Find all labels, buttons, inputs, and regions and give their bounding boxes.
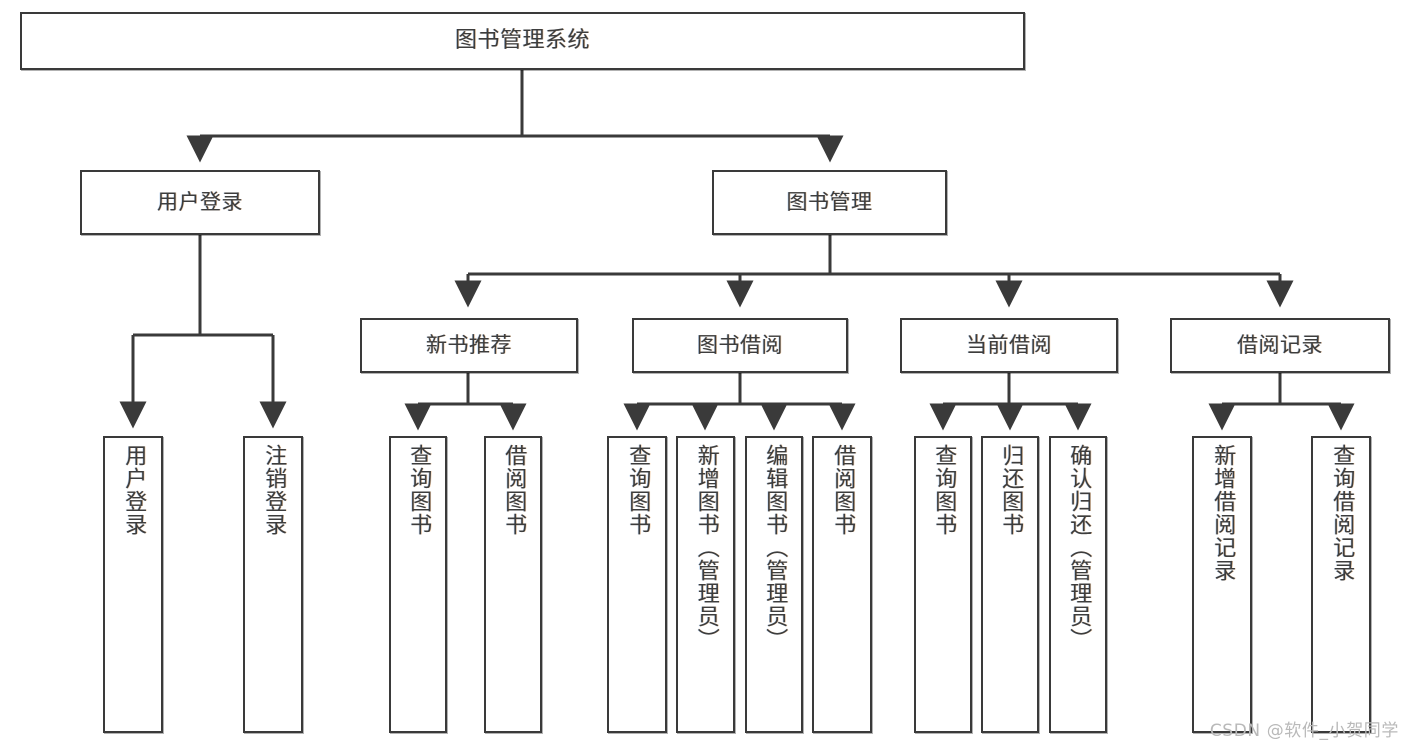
leaf-borrow-query-book[interactable]: 查询图书 — [607, 436, 667, 733]
node-label: 归还图书 — [998, 444, 1024, 536]
leaf-borrow-edit-book-admin[interactable]: 编辑图书（管理员） — [745, 436, 803, 733]
node-new-book-recommend[interactable]: 新书推荐 — [360, 318, 578, 373]
node-user-login[interactable]: 用户登录 — [80, 170, 320, 235]
leaf-current-return-book[interactable]: 归还图书 — [981, 436, 1039, 733]
node-label: 用户登录 — [157, 190, 243, 215]
leaf-current-query-book[interactable]: 查询图书 — [914, 436, 972, 733]
leaf-record-query-record[interactable]: 查询借阅记录 — [1311, 436, 1371, 733]
node-label: 借阅图书 — [501, 444, 527, 536]
node-label: 查询借阅记录 — [1329, 444, 1355, 582]
leaf-new-book-query[interactable]: 查询图书 — [389, 436, 447, 733]
node-label: 查询图书 — [931, 444, 957, 536]
node-label: 图书管理 — [786, 190, 873, 215]
node-root-system[interactable]: 图书管理系统 — [20, 12, 1025, 70]
node-label: 当前借阅 — [966, 333, 1052, 358]
node-current-borrow[interactable]: 当前借阅 — [900, 318, 1118, 373]
leaf-record-add-record[interactable]: 新增借阅记录 — [1192, 436, 1252, 733]
node-label: 新增借阅记录 — [1210, 444, 1236, 582]
node-label: 确认归还（管理员） — [1066, 444, 1092, 651]
leaf-borrow-borrow-book[interactable]: 借阅图书 — [812, 436, 872, 733]
leaf-user-login-logout[interactable]: 注销登录 — [243, 436, 303, 733]
node-label: 借阅图书 — [830, 444, 856, 536]
leaf-current-confirm-return-admin[interactable]: 确认归还（管理员） — [1049, 436, 1107, 733]
node-label: 图书管理系统 — [454, 28, 590, 54]
node-label: 注销登录 — [261, 444, 287, 536]
leaf-borrow-add-book-admin[interactable]: 新增图书（管理员） — [676, 436, 735, 733]
node-book-management[interactable]: 图书管理 — [712, 170, 947, 235]
leaf-new-book-borrow[interactable]: 借阅图书 — [484, 436, 542, 733]
node-label: 新书推荐 — [426, 333, 512, 358]
node-label: 查询图书 — [406, 444, 432, 536]
node-label: 借阅记录 — [1237, 333, 1323, 358]
node-label: 编辑图书（管理员） — [762, 444, 788, 651]
node-label: 用户登录 — [121, 444, 147, 536]
watermark-text: CSDN @软件_小贺同学 — [1209, 721, 1399, 741]
node-label: 新增图书（管理员） — [693, 444, 719, 651]
node-label: 图书借阅 — [697, 333, 783, 358]
node-borrow-record[interactable]: 借阅记录 — [1170, 318, 1390, 373]
leaf-user-login-signin[interactable]: 用户登录 — [103, 436, 163, 733]
node-label: 查询图书 — [625, 444, 651, 536]
node-book-borrow[interactable]: 图书借阅 — [632, 318, 848, 373]
